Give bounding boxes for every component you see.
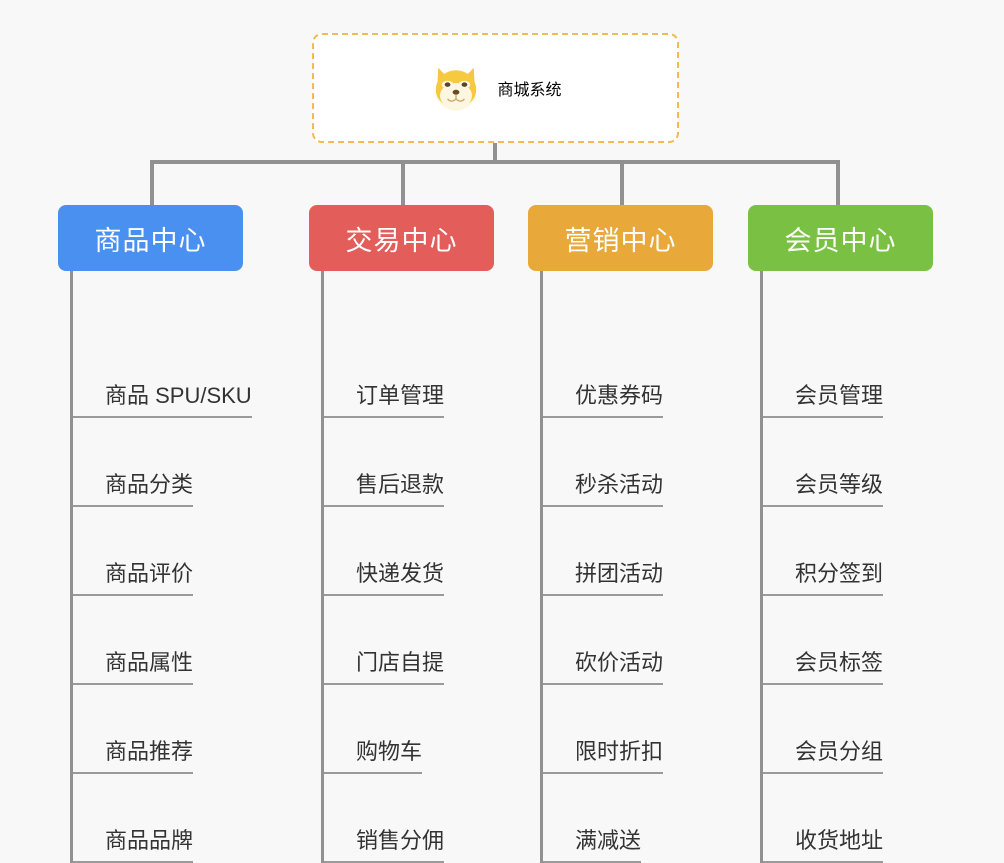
category-label-member-center: 会员中心 <box>784 225 897 256</box>
list-item[interactable]: 会员管理 <box>763 329 933 418</box>
root-title: 商城系统 <box>497 82 562 99</box>
column-trade-center: 交易中心 订单管理 售后退款 快递发货 门店自提 购物车 销售分佣 <box>309 205 494 863</box>
list-item[interactable]: 秒杀活动 <box>543 418 713 507</box>
leaf-label: 满减送 <box>543 828 642 863</box>
category-box-marketing-center[interactable]: 营销中心 <box>528 205 713 271</box>
leaf-label: 商品品牌 <box>73 828 194 863</box>
mindmap-canvas: 商城系统 商品中心 商品 SPU/SKU 商品分类 商品评价 商品属性 商品推荐… <box>58 33 933 863</box>
list-item[interactable]: 商品 SPU/SKU <box>73 329 252 418</box>
connector-horizontal-bus <box>150 160 840 164</box>
leaf-label: 商品 SPU/SKU <box>73 383 252 418</box>
list-item[interactable]: 优惠券码 <box>543 329 713 418</box>
leaf-rail-member-center: 会员管理 会员等级 积分签到 会员标签 会员分组 收货地址 <box>760 271 933 863</box>
leaf-label: 商品评价 <box>73 561 194 596</box>
leaf-label: 收货地址 <box>763 828 884 863</box>
list-item[interactable]: 会员标签 <box>763 596 933 685</box>
leaf-label: 优惠券码 <box>543 383 664 418</box>
leaf-rail-marketing-center: 优惠券码 秒杀活动 拼团活动 砍价活动 限时折扣 满减送 <box>540 271 713 863</box>
leaf-label: 售后退款 <box>324 472 445 507</box>
leaf-label: 限时折扣 <box>543 739 664 774</box>
category-box-product-center[interactable]: 商品中心 <box>58 205 243 271</box>
leaf-label: 积分签到 <box>763 561 884 596</box>
category-box-member-center[interactable]: 会员中心 <box>748 205 933 271</box>
leaf-label: 购物车 <box>324 739 423 774</box>
list-item[interactable]: 商品品牌 <box>73 774 252 863</box>
list-item[interactable]: 满减送 <box>543 774 713 863</box>
connector-drop-member-center <box>836 160 840 207</box>
list-item[interactable]: 购物车 <box>324 685 494 774</box>
list-item[interactable]: 商品评价 <box>73 507 252 596</box>
leaf-label: 秒杀活动 <box>543 472 664 507</box>
category-label-product-center: 商品中心 <box>94 225 207 256</box>
connector-drop-product-center <box>150 160 154 207</box>
list-item[interactable]: 砍价活动 <box>543 596 713 685</box>
leaf-label: 砍价活动 <box>543 650 664 685</box>
list-item[interactable]: 快递发货 <box>324 507 494 596</box>
leaf-label: 商品推荐 <box>73 739 194 774</box>
list-item[interactable]: 商品属性 <box>73 596 252 685</box>
column-member-center: 会员中心 会员管理 会员等级 积分签到 会员标签 会员分组 收货地址 <box>748 205 933 863</box>
leaf-rail-trade-center: 订单管理 售后退款 快递发货 门店自提 购物车 销售分佣 <box>321 271 494 863</box>
list-item[interactable]: 积分签到 <box>763 507 933 596</box>
list-item[interactable]: 销售分佣 <box>324 774 494 863</box>
leaf-label: 商品分类 <box>73 472 194 507</box>
list-item[interactable]: 售后退款 <box>324 418 494 507</box>
leaf-label: 销售分佣 <box>324 828 445 863</box>
connector-root-stem <box>493 143 497 164</box>
category-label-marketing-center: 营销中心 <box>564 225 677 256</box>
connector-drop-marketing-center <box>620 160 624 207</box>
leaf-label: 快递发货 <box>324 561 445 596</box>
list-item[interactable]: 限时折扣 <box>543 685 713 774</box>
leaf-label: 商品属性 <box>73 650 194 685</box>
list-item[interactable]: 会员分组 <box>763 685 933 774</box>
leaf-label: 订单管理 <box>324 383 445 418</box>
column-marketing-center: 营销中心 优惠券码 秒杀活动 拼团活动 砍价活动 限时折扣 满减送 <box>528 205 713 863</box>
list-item[interactable]: 拼团活动 <box>543 507 713 596</box>
leaf-label: 会员分组 <box>763 739 884 774</box>
category-box-trade-center[interactable]: 交易中心 <box>309 205 494 271</box>
root-node[interactable]: 商城系统 <box>312 33 679 143</box>
leaf-label: 会员等级 <box>763 472 884 507</box>
list-item[interactable]: 会员等级 <box>763 418 933 507</box>
leaf-rail-product-center: 商品 SPU/SKU 商品分类 商品评价 商品属性 商品推荐 商品品牌 <box>70 271 252 863</box>
leaf-label: 会员管理 <box>763 383 884 418</box>
connector-drop-trade-center <box>401 160 405 207</box>
list-item[interactable]: 商品推荐 <box>73 685 252 774</box>
leaf-label: 拼团活动 <box>543 561 664 596</box>
leaf-label: 门店自提 <box>324 650 445 685</box>
leaf-label: 会员标签 <box>763 650 884 685</box>
list-item[interactable]: 商品分类 <box>73 418 252 507</box>
list-item[interactable]: 收货地址 <box>763 774 933 863</box>
list-item[interactable]: 订单管理 <box>324 329 494 418</box>
list-item[interactable]: 门店自提 <box>324 596 494 685</box>
category-label-trade-center: 交易中心 <box>345 225 458 256</box>
column-product-center: 商品中心 商品 SPU/SKU 商品分类 商品评价 商品属性 商品推荐 商品品牌 <box>58 205 252 863</box>
shiba-dog-face-icon <box>436 67 477 111</box>
